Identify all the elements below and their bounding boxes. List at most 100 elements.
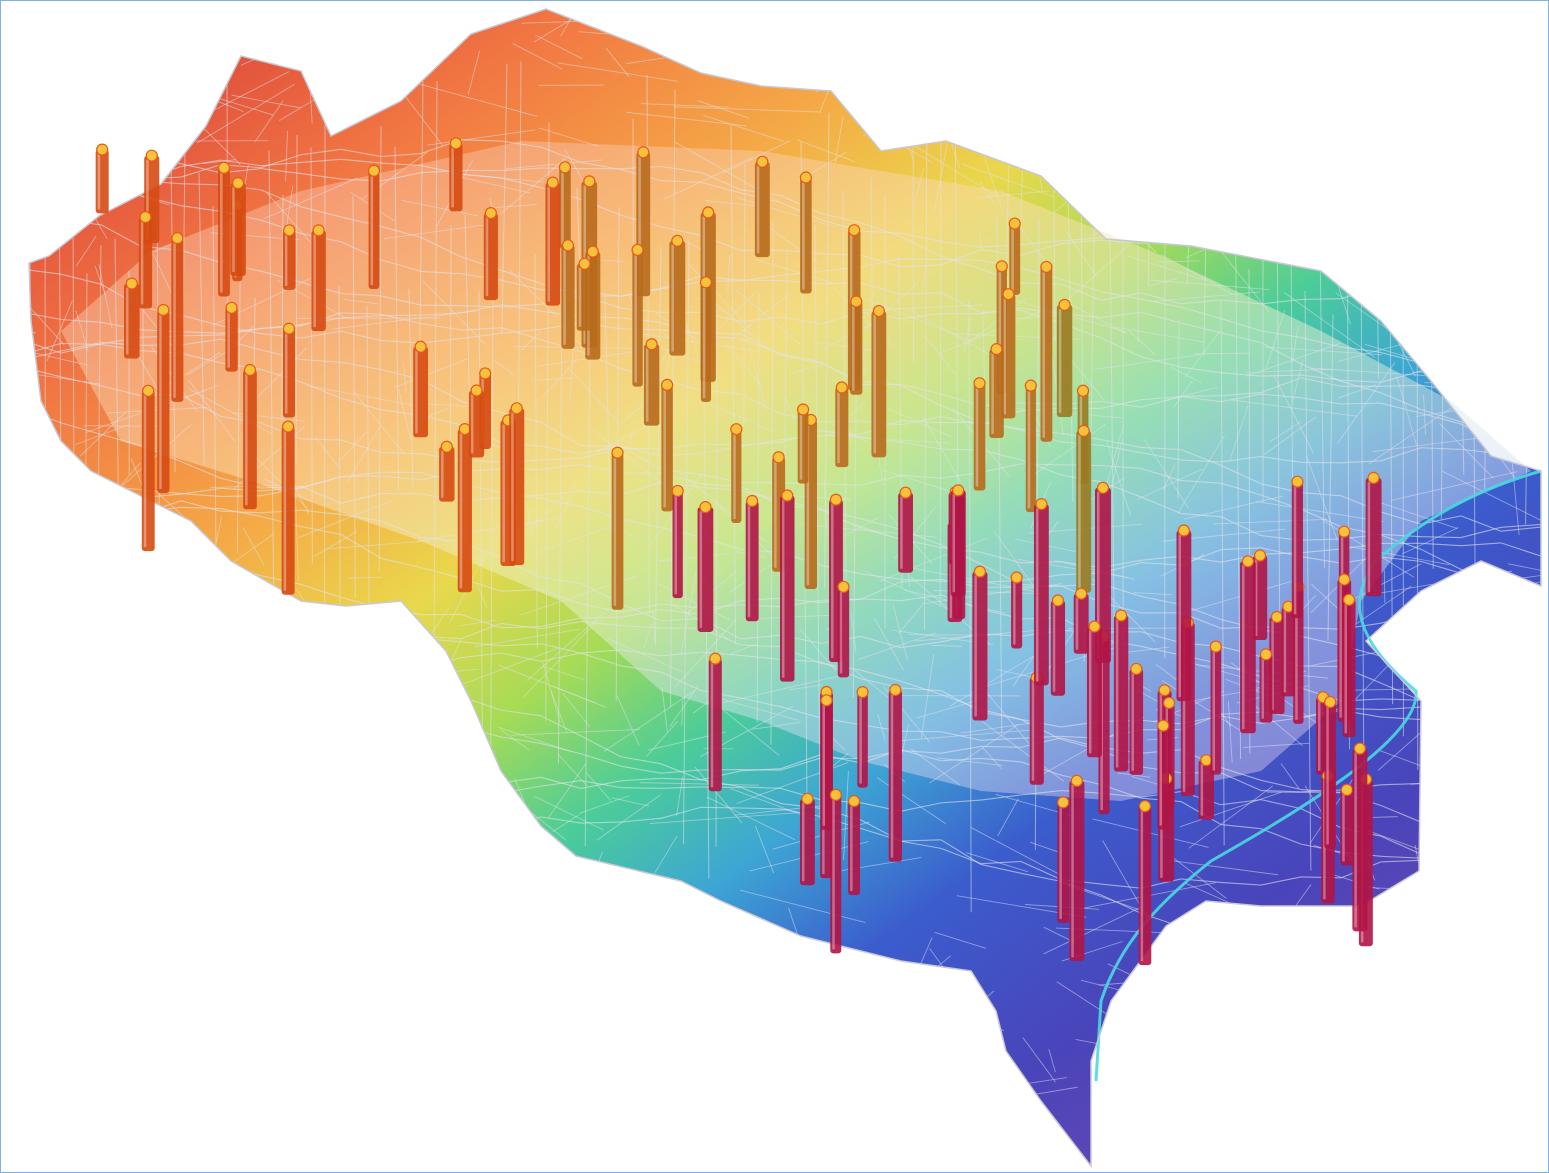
mesh-edge: [266, 1104, 325, 1140]
mesh-edge: [29, 167, 62, 174]
mesh-edge: [188, 379, 236, 442]
mesh-edge: [29, 328, 32, 345]
well-head-marker: [414, 340, 427, 353]
well-trajectory: [835, 387, 849, 468]
mesh-edge: [1234, 174, 1242, 760]
mesh-edge: [86, 987, 182, 990]
mesh-edge: [88, 503, 140, 573]
mesh-edge: [853, 282, 919, 340]
mesh-edge: [1451, 609, 1482, 615]
mesh-edge: [860, 474, 902, 486]
mesh-edge: [860, 282, 902, 295]
mesh-edge: [608, 638, 683, 673]
well-head-marker: [1075, 587, 1088, 600]
mesh-edge: [1060, 283, 1102, 301]
mesh-edge: [1260, 779, 1302, 791]
mesh-edge: [340, 158, 382, 164]
mesh-edge: [866, 26, 960, 58]
well-head-marker: [1002, 288, 1015, 301]
well-head-marker: [96, 143, 109, 156]
mesh-edge: [300, 801, 342, 812]
mesh-edge: [878, 1017, 976, 1066]
mesh-edge: [646, 720, 679, 757]
mesh-edge: [271, 954, 321, 959]
mesh-edge: [713, 675, 840, 706]
mesh-edge: [230, 999, 328, 1066]
mesh-edge: [1529, 850, 1541, 916]
well-head-marker: [1209, 640, 1222, 653]
mesh-edge: [29, 330, 37, 334]
mesh-edge: [799, 628, 837, 672]
mesh-edge: [239, 987, 337, 1020]
mesh-edge: [1104, 103, 1128, 137]
mesh-edge: [102, 689, 202, 714]
well-head-marker: [231, 177, 245, 190]
well-head-marker: [1157, 719, 1170, 732]
mesh-edge: [1140, 467, 1182, 482]
mesh-edge: [420, 817, 462, 829]
mesh-edge: [294, 493, 299, 582]
mesh-edge: [401, 90, 444, 147]
mesh-edge: [1022, 1037, 1056, 1083]
mesh-edge: [770, 222, 774, 745]
mesh-edge: [1373, 278, 1408, 306]
well-highlight: [370, 174, 374, 286]
mesh-edge: [140, 745, 182, 768]
mesh-edge: [29, 339, 62, 354]
mesh-edge: [460, 304, 502, 314]
mesh-edge: [1186, 929, 1327, 943]
well-head-marker: [1024, 379, 1037, 392]
mesh-edge: [1260, 393, 1302, 399]
mesh-edge: [29, 1069, 42, 1086]
mesh-edge: [380, 636, 422, 640]
well-head-marker: [470, 384, 483, 397]
mesh-edge: [180, 164, 222, 178]
mesh-edge: [1300, 627, 1342, 630]
mesh-edge: [780, 754, 822, 770]
well-trajectory: [1210, 646, 1222, 775]
mesh-edge: [1500, 444, 1541, 451]
mesh-edge: [232, 839, 248, 860]
mesh-edge: [1213, 518, 1328, 525]
well-highlight: [1293, 485, 1297, 615]
mesh-edge: [1500, 245, 1541, 254]
mesh-edge: [909, 75, 998, 84]
mesh-edge: [29, 763, 62, 776]
mesh-edge: [420, 270, 462, 275]
mesh-edge: [697, 100, 749, 119]
mesh-edge: [736, 1049, 797, 1083]
mesh-edge: [723, 341, 764, 388]
mesh-edge: [860, 635, 902, 649]
mesh-edge: [900, 416, 942, 426]
mesh-edge: [580, 753, 622, 767]
mesh-edge: [1060, 239, 1102, 245]
mesh-edge: [580, 445, 622, 447]
well-highlight: [284, 332, 288, 414]
well-trajectory: [837, 586, 850, 678]
mesh-edge: [129, 652, 192, 715]
mesh-edge: [380, 340, 422, 344]
mesh-edge: [118, 547, 186, 622]
mesh-edge: [312, 639, 334, 683]
mesh-edge: [300, 637, 342, 650]
mesh-edge: [752, 721, 802, 730]
mesh-edge: [1184, 495, 1284, 520]
mesh-edge: [660, 769, 702, 774]
well-head-marker: [1342, 593, 1356, 606]
mesh-edge: [140, 657, 182, 671]
well-trajectory: [1073, 593, 1089, 654]
mesh-edge: [460, 641, 502, 647]
mesh-edge: [1180, 322, 1222, 334]
mesh-edge: [1180, 449, 1222, 466]
mesh-edge: [180, 492, 222, 497]
mesh-edge: [1500, 778, 1541, 781]
mesh-edge: [180, 205, 222, 212]
mesh-edge: [340, 471, 382, 478]
mesh-edge: [940, 240, 982, 248]
mesh-edge: [226, 895, 261, 932]
mesh-edge: [59, 688, 124, 750]
mesh-edge: [862, 72, 966, 137]
mesh-edge: [1250, 27, 1313, 58]
